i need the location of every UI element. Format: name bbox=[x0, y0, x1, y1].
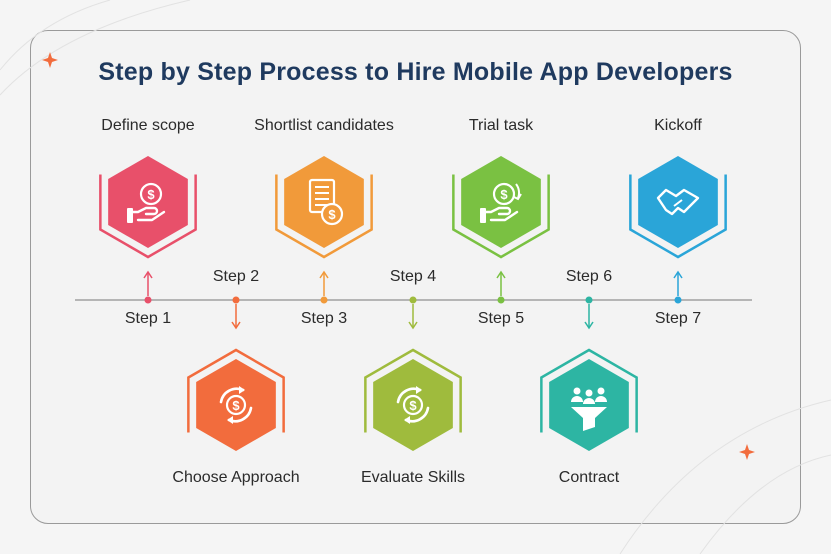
hexagon-outline bbox=[364, 348, 462, 433]
step-4-label: Step 4 bbox=[389, 268, 437, 285]
sparkle-icon bbox=[42, 52, 58, 68]
step-7-node bbox=[629, 156, 727, 304]
hand-coin-arrow-icon: $ bbox=[480, 182, 522, 223]
timeline-dot bbox=[409, 296, 417, 304]
timeline-dot bbox=[144, 296, 152, 304]
hexagon-outline bbox=[99, 174, 197, 259]
timeline-dot bbox=[585, 296, 593, 304]
step-3-node: $ bbox=[275, 156, 373, 304]
svg-text:$: $ bbox=[500, 187, 508, 202]
hexagon-outline bbox=[275, 174, 373, 259]
step-6-node bbox=[540, 296, 638, 451]
page-title: Step by Step Process to Hire Mobile App … bbox=[98, 58, 733, 86]
hexagon-outline bbox=[187, 348, 285, 433]
hexagon bbox=[461, 156, 541, 248]
svg-text:$: $ bbox=[232, 398, 240, 413]
hexagon-outline bbox=[452, 174, 550, 259]
handshake-icon bbox=[656, 188, 700, 216]
step-4-node: $ bbox=[364, 296, 462, 451]
hexagon bbox=[108, 156, 188, 248]
step-6-name: Contract bbox=[558, 469, 620, 486]
step-4-name: Evaluate Skills bbox=[360, 469, 466, 486]
step-3-label: Step 3 bbox=[300, 310, 348, 327]
hexagon bbox=[373, 359, 453, 451]
step-5-node: $ bbox=[452, 156, 550, 304]
hand-coin-icon: $ bbox=[127, 182, 166, 223]
coin-refresh-icon: $ bbox=[396, 386, 430, 424]
hexagon bbox=[196, 359, 276, 451]
step-2-node: $ bbox=[187, 296, 285, 451]
step-5-label: Step 5 bbox=[477, 310, 525, 327]
step-6-label: Step 6 bbox=[565, 268, 613, 285]
timeline-dot bbox=[674, 296, 682, 304]
svg-text:$: $ bbox=[147, 187, 155, 202]
svg-text:$: $ bbox=[328, 207, 336, 222]
step-1-name: Define scope bbox=[101, 117, 195, 134]
hexagon-outline bbox=[540, 348, 638, 433]
timeline-dot bbox=[320, 296, 328, 304]
document-coin-icon: $ bbox=[308, 178, 344, 226]
step-3-name: Shortlist candidates bbox=[254, 117, 394, 134]
sparkle-icon bbox=[739, 444, 755, 460]
hexagon bbox=[284, 156, 364, 248]
step-7-label: Step 7 bbox=[654, 310, 702, 327]
step-5-name: Trial task bbox=[468, 117, 534, 134]
hexagon-outline bbox=[629, 174, 727, 259]
step-7-name: Kickoff bbox=[654, 117, 702, 134]
coin-cycle-icon: $ bbox=[219, 386, 253, 424]
timeline-dot bbox=[232, 296, 240, 304]
hexagon bbox=[549, 359, 629, 451]
step-1-label: Step 1 bbox=[124, 310, 172, 327]
step-1-node: $ bbox=[99, 156, 197, 304]
step-2-name: Choose Approach bbox=[172, 469, 300, 486]
step-2-label: Step 2 bbox=[212, 268, 260, 285]
people-funnel-icon bbox=[571, 387, 607, 431]
svg-text:$: $ bbox=[409, 398, 417, 413]
timeline-dot bbox=[497, 296, 505, 304]
